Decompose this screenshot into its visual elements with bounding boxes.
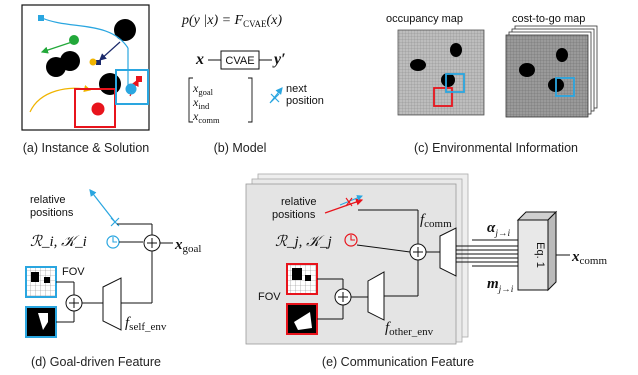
panel-a-instance: (a) Instance & Solution — [21, 4, 150, 155]
model-formula: p(y |x) = FCVAE(x) — [181, 13, 282, 29]
model-output-y: y′ — [272, 51, 286, 68]
svg-text:next: next — [286, 83, 307, 95]
obstacle — [99, 73, 121, 95]
red-agent-fov — [74, 88, 116, 128]
fov-label: FOV — [62, 266, 85, 278]
eq1-label: Eq. 1 — [534, 242, 546, 268]
relative-positions-label: relative — [30, 194, 65, 206]
agent-path-navy — [99, 41, 121, 61]
neighbor-panel — [245, 183, 457, 345]
agent-path-blue — [41, 17, 129, 49]
panel-b-model: p(y |x) = FCVAE(x) x CVAE y′ xgoal xind … — [181, 13, 324, 155]
f-other-env: fother_env — [385, 320, 434, 338]
caption-b: (b) Model — [214, 141, 267, 155]
x-goal-output: xgoal — [174, 237, 201, 255]
red-agent — [91, 102, 105, 116]
panel-d-goal-feature: relative positions ℛ_i, 𝒦_i xgoal FOV — [25, 189, 201, 369]
blue-agent-fov — [115, 69, 149, 105]
rj-kj: ℛ_j, 𝒦_j — [275, 234, 332, 250]
ri-ki: ℛ_i, 𝒦_i — [30, 234, 87, 250]
x-comm-output: xcomm — [571, 249, 607, 267]
cost-to-go-label: cost-to-go map — [512, 13, 585, 25]
svg-text:position: position — [286, 95, 324, 107]
caption-a: (a) Instance & Solution — [23, 141, 150, 155]
caption-c: (c) Environmental Information — [414, 141, 578, 155]
alpha-weight: αj→i — [487, 220, 510, 239]
self-env-encoder — [102, 277, 122, 331]
svg-text:positions: positions — [30, 207, 74, 219]
next-position-icon — [270, 93, 280, 103]
comm-encoder — [439, 227, 457, 277]
f-comm: fcomm — [420, 212, 452, 230]
panel-e-communication: relative positions ℛ_j, 𝒦_j fcomm FOV — [245, 173, 607, 369]
agent-path-green — [40, 41, 73, 54]
message-m: mj→i — [487, 276, 514, 295]
caption-e: (e) Communication Feature — [322, 355, 474, 369]
fov-label-e: FOV — [258, 291, 281, 303]
relative-position-arrow-red — [324, 198, 364, 214]
obstacle — [60, 51, 80, 71]
fov-occupancy — [25, 266, 57, 298]
blue-goal — [38, 15, 44, 21]
cvae-label: CVAE — [225, 55, 254, 67]
blue-agent — [125, 83, 137, 95]
panel-c-environment: occupancy map cost-to-go map (c) Environ… — [386, 13, 598, 155]
occupancy-map-label: occupancy map — [386, 13, 463, 25]
green-agent — [69, 35, 79, 45]
svg-text:positions: positions — [272, 209, 316, 221]
other-env-encoder — [367, 271, 385, 321]
cost-to-go-map — [505, 34, 589, 118]
eq1-block — [517, 219, 549, 291]
vec-x-comm: xcomm — [192, 109, 220, 125]
clock-icon-red — [344, 233, 358, 247]
model-input-x: x — [195, 51, 204, 68]
f-self-env: fself_env — [125, 315, 167, 333]
relative-positions-label-e: relative — [281, 196, 316, 208]
caption-d: (d) Goal-driven Feature — [31, 355, 161, 369]
relative-position-arrow — [89, 189, 116, 223]
occupancy-map — [397, 29, 485, 116]
obstacle — [114, 19, 136, 41]
